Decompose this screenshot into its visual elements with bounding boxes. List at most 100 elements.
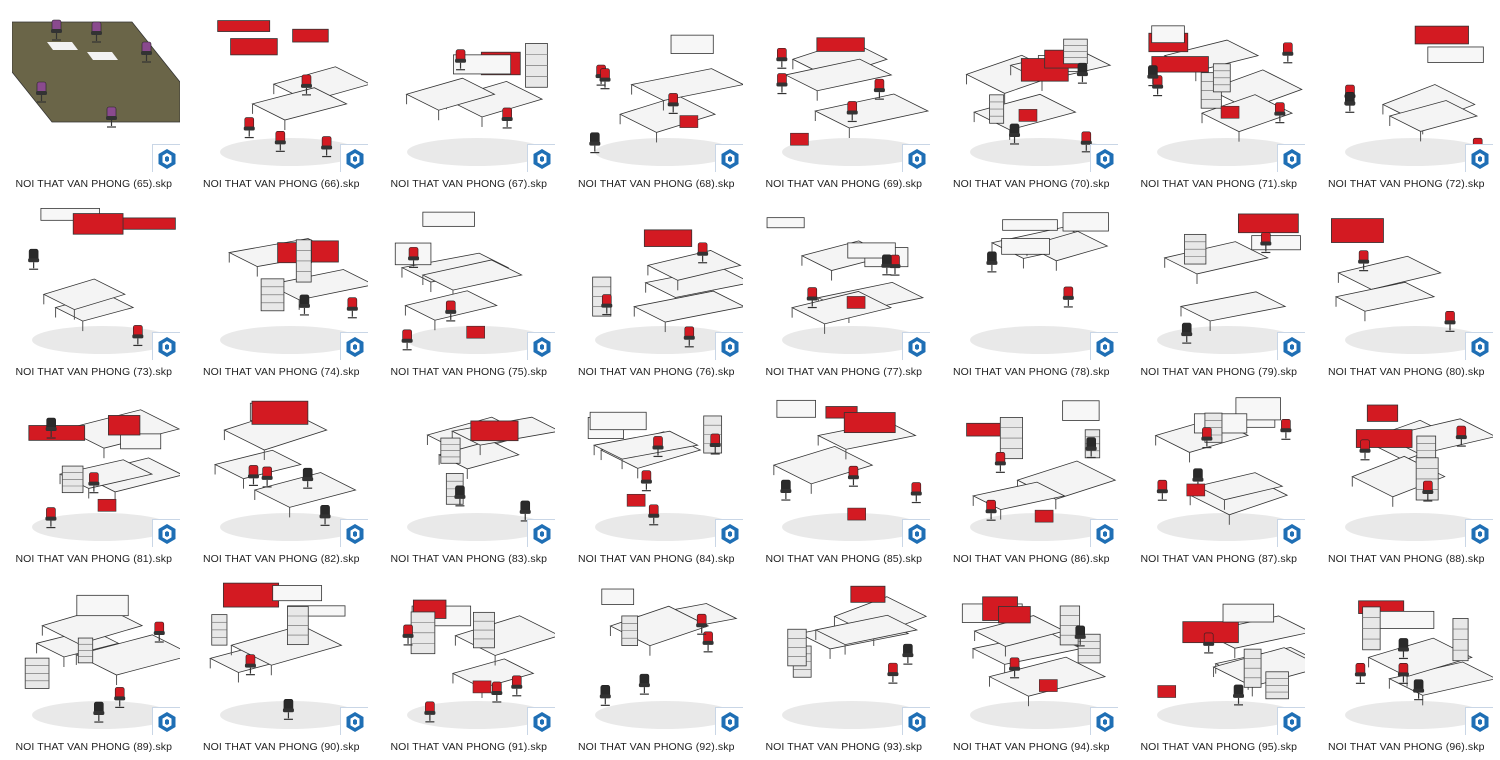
file-tile[interactable]: NOI THAT VAN PHONG (81).skp	[0, 375, 188, 565]
file-tile[interactable]: NOI THAT VAN PHONG (80).skp	[1313, 188, 1500, 378]
file-tile[interactable]: NOI THAT VAN PHONG (86).skp	[938, 375, 1126, 565]
file-name-label[interactable]: NOI THAT VAN PHONG (80).skp	[1327, 365, 1485, 378]
file-thumbnail[interactable]	[1137, 575, 1305, 735]
file-tile[interactable]: NOI THAT VAN PHONG (68).skp	[563, 0, 751, 190]
file-thumbnail[interactable]	[950, 12, 1118, 172]
file-tile[interactable]: NOI THAT VAN PHONG (83).skp	[375, 375, 563, 565]
file-tile[interactable]: NOI THAT VAN PHONG (75).skp	[375, 188, 563, 378]
file-thumbnail[interactable]	[950, 575, 1118, 735]
file-thumbnail[interactable]	[575, 200, 743, 360]
file-name-label[interactable]: NOI THAT VAN PHONG (76).skp	[577, 365, 735, 378]
file-name-label[interactable]: NOI THAT VAN PHONG (91).skp	[390, 740, 548, 753]
file-name-label[interactable]: NOI THAT VAN PHONG (87).skp	[1140, 553, 1298, 565]
sketchup-logo-icon	[1464, 331, 1493, 360]
file-name-label[interactable]: NOI THAT VAN PHONG (92).skp	[577, 740, 735, 753]
file-tile[interactable]: NOI THAT VAN PHONG (70).skp	[938, 0, 1126, 190]
file-tile[interactable]: NOI THAT VAN PHONG (69).skp	[750, 0, 938, 190]
file-thumbnail[interactable]	[1325, 12, 1493, 172]
file-name-label[interactable]: NOI THAT VAN PHONG (77).skp	[765, 365, 923, 378]
file-tile[interactable]: NOI THAT VAN PHONG (71).skp	[1125, 0, 1313, 190]
file-thumbnail[interactable]	[762, 387, 930, 547]
file-tile[interactable]: NOI THAT VAN PHONG (65).skp	[0, 0, 188, 190]
file-thumbnail[interactable]	[200, 12, 368, 172]
file-tile[interactable]: NOI THAT VAN PHONG (76).skp	[563, 188, 751, 378]
file-name-label[interactable]: NOI THAT VAN PHONG (78).skp	[952, 365, 1110, 378]
file-name-label[interactable]: NOI THAT VAN PHONG (79).skp	[1140, 365, 1298, 378]
file-name-label[interactable]: NOI THAT VAN PHONG (71).skp	[1140, 178, 1298, 190]
file-thumbnail[interactable]	[387, 387, 555, 547]
file-tile[interactable]: NOI THAT VAN PHONG (91).skp	[375, 563, 563, 753]
file-thumbnail[interactable]	[1137, 387, 1305, 547]
file-name-label[interactable]: NOI THAT VAN PHONG (83).skp	[390, 553, 548, 565]
sketchup-logo-icon	[527, 331, 555, 360]
file-tile[interactable]: NOI THAT VAN PHONG (79).skp	[1125, 188, 1313, 378]
file-name-label[interactable]: NOI THAT VAN PHONG (88).skp	[1327, 553, 1485, 565]
file-thumbnail[interactable]	[387, 200, 555, 360]
file-thumbnail[interactable]	[12, 387, 180, 547]
file-tile[interactable]: NOI THAT VAN PHONG (93).skp	[750, 563, 938, 753]
file-thumbnail[interactable]	[950, 200, 1118, 360]
file-name-label[interactable]: NOI THAT VAN PHONG (72).skp	[1327, 178, 1485, 190]
file-name-label[interactable]: NOI THAT VAN PHONG (85).skp	[765, 553, 923, 565]
file-tile[interactable]: NOI THAT VAN PHONG (85).skp	[750, 375, 938, 565]
sketchup-logo-icon	[1089, 331, 1118, 360]
file-thumbnail[interactable]	[1325, 387, 1493, 547]
file-tile[interactable]: NOI THAT VAN PHONG (90).skp	[188, 563, 376, 753]
file-tile[interactable]: NOI THAT VAN PHONG (88).skp	[1313, 375, 1500, 565]
file-name-label[interactable]: NOI THAT VAN PHONG (70).skp	[952, 178, 1110, 190]
file-tile[interactable]: NOI THAT VAN PHONG (73).skp	[0, 188, 188, 378]
file-thumbnail[interactable]	[12, 575, 180, 735]
file-thumbnail[interactable]	[762, 12, 930, 172]
file-thumbnail[interactable]	[762, 200, 930, 360]
file-tile[interactable]: NOI THAT VAN PHONG (95).skp	[1125, 563, 1313, 753]
file-thumbnail[interactable]	[575, 12, 743, 172]
file-name-label[interactable]: NOI THAT VAN PHONG (65).skp	[15, 178, 173, 190]
file-name-label[interactable]: NOI THAT VAN PHONG (81).skp	[15, 553, 173, 565]
file-thumbnail[interactable]	[12, 12, 180, 172]
file-name-label[interactable]: NOI THAT VAN PHONG (75).skp	[390, 365, 548, 378]
file-name-label[interactable]: NOI THAT VAN PHONG (96).skp	[1327, 740, 1485, 753]
file-name-label[interactable]: NOI THAT VAN PHONG (90).skp	[202, 740, 360, 753]
file-thumbnail[interactable]	[200, 200, 368, 360]
file-tile[interactable]: NOI THAT VAN PHONG (96).skp	[1313, 563, 1500, 753]
file-tile[interactable]: NOI THAT VAN PHONG (87).skp	[1125, 375, 1313, 565]
file-tile[interactable]: NOI THAT VAN PHONG (82).skp	[188, 375, 376, 565]
file-thumbnail[interactable]	[387, 12, 555, 172]
file-name-label[interactable]: NOI THAT VAN PHONG (73).skp	[15, 365, 173, 378]
file-thumbnail[interactable]	[12, 200, 180, 360]
file-tile[interactable]: NOI THAT VAN PHONG (78).skp	[938, 188, 1126, 378]
file-name-label[interactable]: NOI THAT VAN PHONG (66).skp	[202, 178, 360, 190]
file-tile[interactable]: NOI THAT VAN PHONG (67).skp	[375, 0, 563, 190]
file-tile[interactable]: NOI THAT VAN PHONG (72).skp	[1313, 0, 1500, 190]
file-thumbnail[interactable]	[1325, 200, 1493, 360]
file-tile[interactable]: NOI THAT VAN PHONG (84).skp	[563, 375, 751, 565]
file-name-label[interactable]: NOI THAT VAN PHONG (93).skp	[765, 740, 923, 753]
file-name-label[interactable]: NOI THAT VAN PHONG (94).skp	[952, 740, 1110, 753]
file-name-label[interactable]: NOI THAT VAN PHONG (74).skp	[202, 365, 360, 378]
file-thumbnail[interactable]	[200, 575, 368, 735]
file-thumbnail[interactable]	[950, 387, 1118, 547]
file-tile[interactable]: NOI THAT VAN PHONG (77).skp	[750, 188, 938, 378]
file-tile[interactable]: NOI THAT VAN PHONG (94).skp	[938, 563, 1126, 753]
file-thumbnail[interactable]	[200, 387, 368, 547]
file-name-label[interactable]: NOI THAT VAN PHONG (68).skp	[577, 178, 735, 190]
file-name-label[interactable]: NOI THAT VAN PHONG (67).skp	[390, 178, 548, 190]
file-tile[interactable]: NOI THAT VAN PHONG (92).skp	[563, 563, 751, 753]
file-thumbnail[interactable]	[1137, 12, 1305, 172]
file-name-label[interactable]: NOI THAT VAN PHONG (84).skp	[577, 553, 735, 565]
sketchup-logo-icon	[902, 331, 930, 360]
file-name-label[interactable]: NOI THAT VAN PHONG (69).skp	[765, 178, 923, 190]
file-thumbnail[interactable]	[762, 575, 930, 735]
file-tile[interactable]: NOI THAT VAN PHONG (66).skp	[188, 0, 376, 190]
file-name-label[interactable]: NOI THAT VAN PHONG (89).skp	[15, 740, 173, 753]
file-thumbnail[interactable]	[387, 575, 555, 735]
file-thumbnail[interactable]	[575, 575, 743, 735]
file-name-label[interactable]: NOI THAT VAN PHONG (95).skp	[1140, 740, 1298, 753]
file-name-label[interactable]: NOI THAT VAN PHONG (82).skp	[202, 553, 360, 565]
file-thumbnail[interactable]	[1137, 200, 1305, 360]
file-thumbnail[interactable]	[575, 387, 743, 547]
file-tile[interactable]: NOI THAT VAN PHONG (74).skp	[188, 188, 376, 378]
file-thumbnail[interactable]	[1325, 575, 1493, 735]
file-tile[interactable]: NOI THAT VAN PHONG (89).skp	[0, 563, 188, 753]
file-name-label[interactable]: NOI THAT VAN PHONG (86).skp	[952, 553, 1110, 565]
